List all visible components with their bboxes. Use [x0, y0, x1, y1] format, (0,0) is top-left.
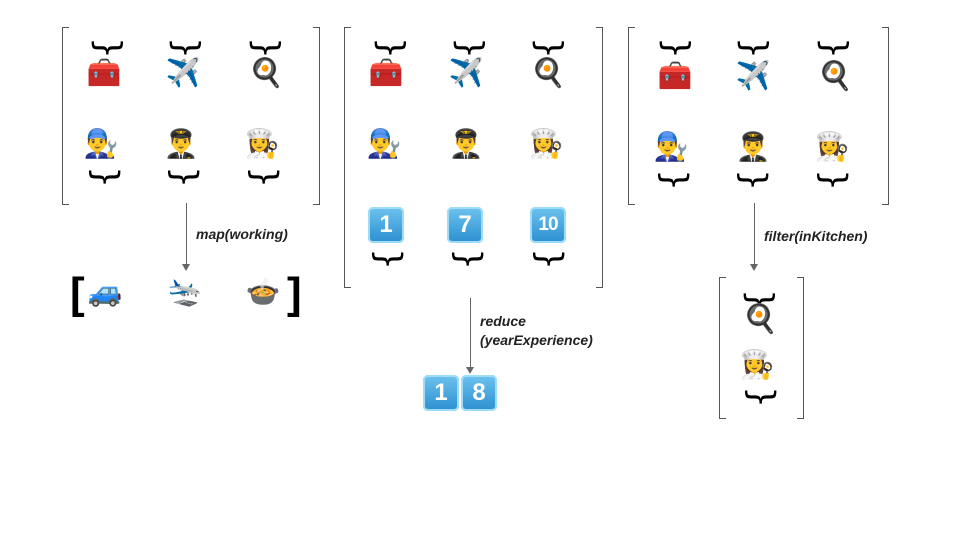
frying-pan-icon: 🍳	[530, 56, 566, 89]
pilot-icon: 👨‍✈️	[163, 127, 199, 160]
cook-icon: 👩‍🍳	[739, 348, 775, 381]
reduce-panel-right-bracket	[596, 27, 603, 288]
brace-bottom: {	[367, 248, 407, 270]
years-experience-tile: 1	[368, 207, 404, 243]
car-icon: 🚙	[87, 275, 123, 308]
reduce-arrow-line	[470, 298, 471, 368]
airplane-icon: ✈️	[165, 56, 201, 89]
frying-pan-icon: 🍳	[742, 302, 778, 335]
reduce-operation-label-line1: reduce	[480, 313, 526, 329]
map-operation-label: map(working)	[196, 226, 288, 242]
brace-bottom: {	[528, 248, 568, 270]
map-panel-left-bracket	[62, 27, 69, 205]
mechanic-icon: 👨‍🔧	[653, 130, 689, 163]
reduce-panel-left-bracket	[344, 27, 351, 288]
years-experience-tile: 10	[530, 207, 566, 243]
cook-icon: 👩‍🍳	[814, 130, 850, 163]
years-experience-tile: 7	[447, 207, 483, 243]
brace-bottom: {	[163, 166, 203, 188]
map-output-close-bracket: ]	[287, 269, 302, 318]
cook-icon: 👩‍🍳	[528, 127, 564, 160]
brace-bottom: {	[732, 169, 772, 191]
map-arrow-line	[186, 203, 187, 265]
reduce-operation-label-line2: (yearExperience)	[480, 332, 593, 348]
filter-operation-label: filter(inKitchen)	[764, 228, 868, 244]
map-panel-right-bracket	[313, 27, 320, 205]
brace-bottom: {	[812, 169, 852, 191]
filter-arrow-line	[754, 203, 755, 265]
mechanic-icon: 👨‍🔧	[83, 127, 119, 160]
brace-bottom: {	[740, 386, 780, 408]
brace-bottom: {	[84, 166, 124, 188]
airplane-landing-icon: 🛬	[167, 275, 203, 308]
result-digit-tile: 1	[423, 375, 459, 411]
frying-pan-icon: 🍳	[248, 56, 284, 89]
airplane-icon: ✈️	[448, 56, 484, 89]
toolbox-icon: 🧰	[86, 56, 122, 89]
mechanic-icon: 👨‍🔧	[366, 127, 402, 160]
filter-panel-left-bracket	[628, 27, 635, 205]
filter-output-left-bracket	[719, 277, 726, 419]
filter-output-right-bracket	[797, 277, 804, 419]
toolbox-icon: 🧰	[657, 59, 693, 92]
pilot-icon: 👨‍✈️	[448, 127, 484, 160]
reduce-arrow-head	[466, 367, 474, 374]
brace-bottom: {	[447, 248, 487, 270]
toolbox-icon: 🧰	[368, 56, 404, 89]
map-arrow-head	[182, 264, 190, 271]
airplane-icon: ✈️	[735, 59, 771, 92]
cook-icon: 👩‍🍳	[244, 127, 280, 160]
brace-bottom: {	[653, 169, 693, 191]
pilot-icon: 👨‍✈️	[735, 130, 771, 163]
map-output-open-bracket: [	[70, 269, 85, 318]
brace-bottom: {	[243, 166, 283, 188]
frying-pan-icon: 🍳	[817, 59, 853, 92]
filter-panel-right-bracket	[882, 27, 889, 205]
stew-pot-icon: 🍲	[245, 275, 281, 308]
result-digit-tile: 8	[461, 375, 497, 411]
filter-arrow-head	[750, 264, 758, 271]
